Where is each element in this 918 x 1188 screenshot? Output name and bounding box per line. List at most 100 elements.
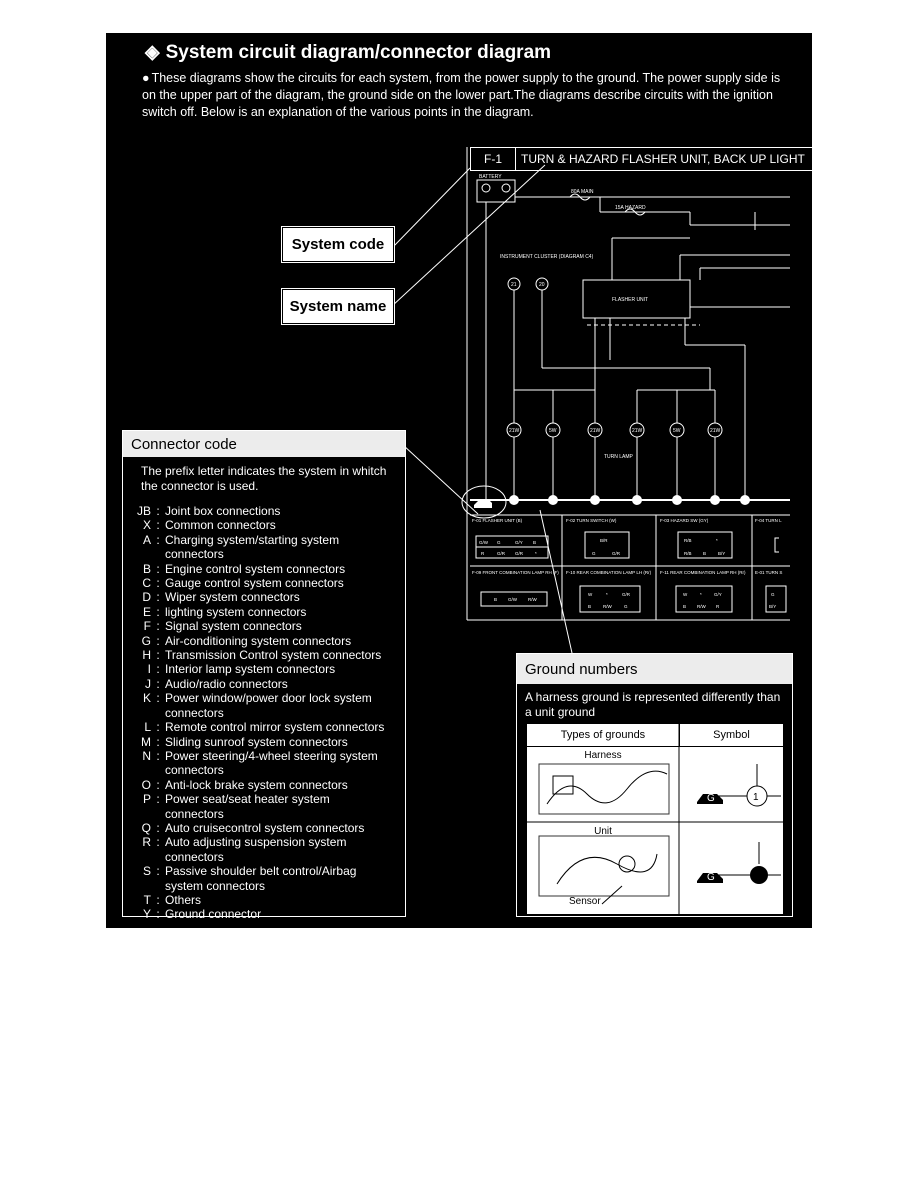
pin-f11-2: * — [700, 592, 702, 597]
connector-code-separator: : — [156, 835, 160, 850]
lamp-1-wattage: 21W — [509, 428, 520, 434]
conn-f02-body — [584, 531, 630, 559]
connector-code-key: JB — [136, 504, 151, 518]
pin-f10-5: R/W — [603, 604, 613, 609]
flasher-unit-box — [582, 279, 691, 319]
connector-code-label: lighting system connectors — [165, 604, 307, 619]
harness-ground-number: 1 — [753, 792, 759, 803]
main-fuse-symbol — [569, 193, 591, 201]
cluster-pin-20-label: 20 — [539, 282, 545, 288]
row-unit-label: Unit — [594, 826, 612, 837]
ground-numbers-legend: Ground numbers A harness ground is repre… — [516, 653, 793, 917]
connector-code-item: Q:Auto cruisecontrol system connectors — [133, 821, 405, 835]
col-symbol-header: Symbol — [680, 724, 783, 747]
ground-dot-1 — [509, 495, 519, 505]
connector-code-label: Wiper system connectors — [165, 590, 300, 605]
connector-code-item: N:Power steering/4-wheel steering system… — [133, 749, 405, 778]
diamond-icon: ◈ — [145, 42, 160, 63]
lamp-4-wattage: 21W — [632, 428, 643, 434]
pin-f11-4: B — [683, 604, 686, 609]
pin-e01-2: B/Y — [769, 604, 776, 609]
circuit-header: F-1 TURN & HAZARD FLASHER UNIT, BACK UP … — [470, 147, 814, 171]
pin-f01-5: R — [481, 551, 485, 556]
pin-f10-6: G — [624, 604, 628, 609]
pin-f03-4: B — [703, 551, 706, 556]
connector-code-key: T — [143, 892, 151, 907]
sensor-label: Sensor — [569, 896, 601, 907]
connector-code-item: R:Auto adjusting suspension system conne… — [133, 835, 405, 864]
conn-panel-8-title: E-01 TURN S — [755, 570, 782, 575]
pin-f10-3: G/R — [622, 592, 631, 597]
lamp-6 — [707, 422, 723, 438]
connector-code-legend: Connector code The prefix letter indicat… — [122, 430, 406, 921]
ground-numbers-description: A harness ground is represented differen… — [525, 690, 781, 719]
pin-f03-1: R/B — [684, 538, 692, 543]
ground-table-art: 1 G G — [527, 724, 783, 914]
pin-f01-3: G/Y — [515, 540, 523, 545]
connector-code-separator: : — [156, 792, 160, 807]
connector-code-separator: : — [156, 820, 160, 835]
ground-dot-2 — [548, 495, 558, 505]
connector-code-item: JB:Joint box connections — [133, 504, 405, 518]
connector-code-separator: : — [156, 590, 160, 605]
connector-code-key: D — [142, 590, 151, 605]
pin-f11-3: G/Y — [714, 592, 722, 597]
conn-f10-body — [579, 585, 641, 613]
conn-e01-body — [765, 585, 787, 613]
battery-terminal-pos — [501, 183, 511, 193]
connector-code-label: Common connectors — [165, 518, 276, 533]
connector-code-separator: : — [156, 864, 160, 879]
connector-code-key: N — [142, 748, 151, 763]
connector-code-key: J — [145, 676, 151, 691]
connector-code-item: X:Common connectors — [133, 518, 405, 532]
ground-types-table: Types of grounds Symbol Harness Unit Sen… — [527, 724, 783, 914]
connector-code-key: I — [147, 662, 151, 677]
lamp-3-wattage: 21W — [590, 428, 601, 434]
connector-code-label: Gauge control system connectors — [165, 576, 344, 591]
ground-dot-3 — [590, 495, 600, 505]
connector-code-key: G — [141, 633, 151, 648]
pin-e01-1: G — [771, 592, 775, 597]
battery-symbol — [476, 179, 516, 203]
hazard-fuse-symbol — [624, 208, 646, 216]
pin-f02-2: G — [592, 551, 596, 556]
connector-code-key: A — [142, 532, 151, 547]
pin-f10-4: B — [588, 604, 591, 609]
conn-f03-body — [677, 531, 733, 559]
pin-f11-5: R/W — [697, 604, 707, 609]
connector-code-separator: : — [156, 619, 160, 634]
system-name-callout: System name — [281, 288, 395, 325]
cluster-pin-21-label: 21 — [511, 282, 517, 288]
bullet-icon: ● — [142, 71, 150, 85]
pin-f01-6: G/R — [497, 551, 506, 556]
ground-g-icon — [474, 499, 492, 508]
connector-code-item: D: Wiper system connectors — [133, 590, 405, 604]
connector-code-key: P — [142, 792, 151, 807]
connector-code-label: Air-conditioning system connectors — [165, 633, 352, 648]
connector-code-separator: : — [156, 633, 160, 648]
ground-numbers-heading: Ground numbers — [517, 654, 792, 684]
connector-code-separator: : — [156, 691, 160, 706]
lamp-2 — [545, 422, 561, 438]
ground-dot-4 — [632, 495, 642, 505]
pin-f10-2: * — [606, 592, 608, 597]
conn-f09-body — [480, 591, 548, 607]
connector-code-label: Ground connector — [165, 907, 262, 922]
lamp-5 — [669, 422, 685, 438]
connector-code-separator: : — [156, 720, 160, 735]
connector-code-key: K — [142, 691, 151, 706]
pin-f02-3: G/R — [612, 551, 621, 556]
battery-terminal-neg — [481, 183, 491, 193]
connector-code-label: Power seat/seat heater system connectors — [165, 792, 330, 821]
connector-code-separator: : — [156, 504, 160, 518]
pin-f09-2: G/W — [508, 597, 518, 602]
pin-f01-1: G/W — [479, 540, 489, 545]
ground-dot-6 — [710, 495, 720, 505]
connector-code-item: E:lighting system connectors — [133, 605, 405, 619]
connector-code-label: Interior lamp system connectors — [165, 662, 336, 677]
connector-code-separator: : — [156, 518, 160, 533]
connector-code-label: Charging system/starting system connecto… — [165, 532, 340, 562]
connector-code-separator: : — [156, 604, 160, 619]
pin-f11-6: R — [716, 604, 720, 609]
main-fuse-label: 80A MAIN — [571, 189, 594, 195]
